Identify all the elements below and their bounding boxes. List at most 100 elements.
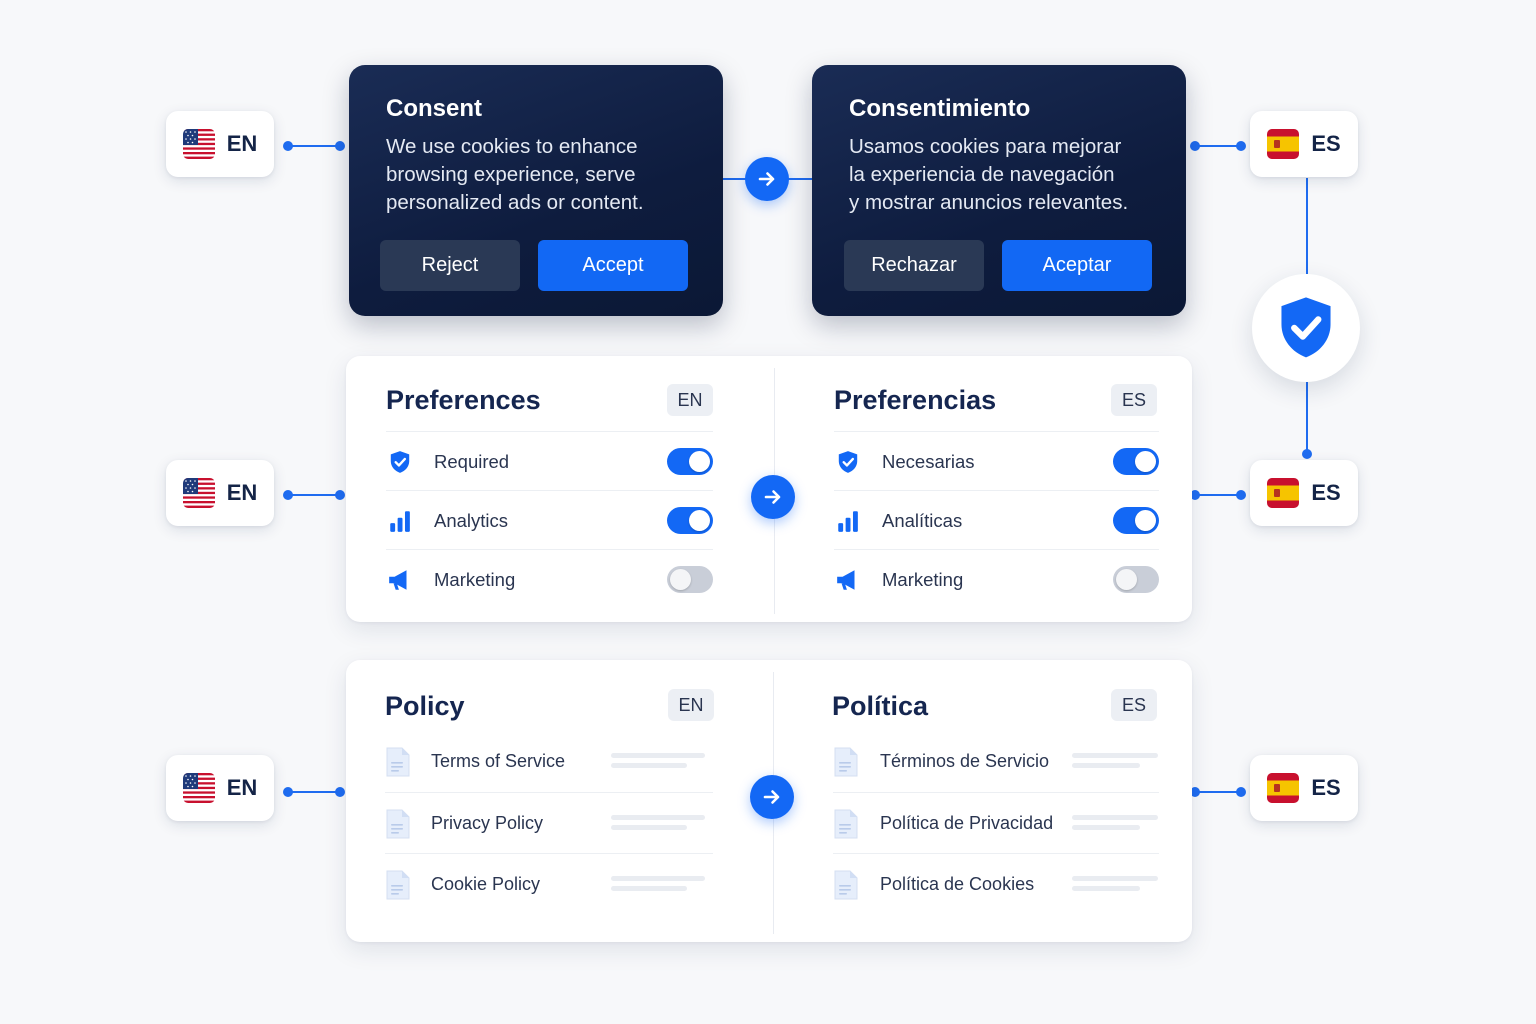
connector-dot: [1236, 141, 1246, 151]
consent-title: Consent: [386, 95, 482, 122]
language-code: ES: [1311, 131, 1341, 156]
language-pill-en-policy[interactable]: EN: [166, 755, 274, 821]
reject-button[interactable]: Reject: [380, 240, 520, 291]
connector-dot: [1302, 449, 1312, 459]
arrow-right-icon: [751, 475, 795, 519]
policy-link[interactable]: Cookie Policy: [431, 874, 541, 894]
preference-label: Marketing: [434, 569, 516, 590]
policy-title-en: Policy: [385, 691, 465, 721]
policy-row-privacidad[interactable]: Política de Privacidad: [833, 792, 1159, 853]
connector-dot: [335, 787, 345, 797]
policy-row-cookie[interactable]: Cookie Policy: [385, 853, 713, 914]
shield-check-icon: [386, 448, 414, 476]
policy-row-terms[interactable]: Terms of Service: [385, 731, 713, 792]
toggle-necesarias[interactable]: [1113, 448, 1159, 475]
arrow-right-icon: [750, 775, 794, 819]
placeholder-line: [1072, 763, 1140, 768]
policy-card: Policy EN Terms of Service Privacy Polic…: [346, 660, 1192, 942]
toggle-required[interactable]: [667, 448, 713, 475]
shield-check-icon: [834, 448, 862, 476]
toggle-analytics[interactable]: [667, 507, 713, 534]
shield-check-icon: [1281, 297, 1331, 358]
preference-label: Analíticas: [882, 510, 963, 531]
language-pill-es-preferences[interactable]: ES: [1250, 460, 1358, 526]
preference-row-analiticas: Analíticas: [834, 490, 1159, 549]
consent-message-line: y mostrar anuncios relevantes.: [849, 191, 1129, 214]
policy-link[interactable]: Política de Cookies: [880, 874, 1035, 894]
consent-message-line: personalized ads or content.: [386, 191, 644, 214]
placeholder-line: [1072, 815, 1158, 820]
consent-message-line: We use cookies to enhance: [386, 135, 638, 158]
connector-dot: [1190, 787, 1200, 797]
language-pill-en-preferences[interactable]: EN: [166, 460, 274, 526]
consent-message-line: Usamos cookies para mejorar: [849, 135, 1122, 158]
spain-flag-icon: [1267, 478, 1299, 508]
language-tag: EN: [668, 689, 714, 721]
megaphone-icon: [834, 566, 862, 594]
policy-row-cookies[interactable]: Política de Cookies: [833, 853, 1159, 914]
consent-message-line: browsing experience, serve: [386, 163, 636, 186]
document-icon: [385, 868, 411, 902]
connector-dot: [1190, 141, 1200, 151]
connector-vertical-bottom: [1306, 382, 1308, 454]
consent-message: Usamos cookies para mejorar la experienc…: [849, 133, 1169, 217]
language-code: EN: [226, 131, 258, 156]
consent-message-line: la experiencia de navegación: [849, 163, 1115, 186]
document-icon: [833, 745, 859, 779]
connector-vertical-top: [1306, 178, 1308, 274]
policy-row-terminos[interactable]: Términos de Servicio: [833, 731, 1159, 792]
language-pill-en-consent[interactable]: EN: [166, 111, 274, 177]
connector-dot: [335, 141, 345, 151]
toggle-marketing[interactable]: [667, 566, 713, 593]
connector-dot: [1236, 787, 1246, 797]
connector-es-consent: [1196, 145, 1242, 147]
accept-button[interactable]: Aceptar: [1002, 240, 1152, 291]
us-flag-icon: [183, 478, 215, 508]
placeholder-line: [611, 763, 687, 768]
connector-dot: [283, 141, 293, 151]
language-code: ES: [1311, 775, 1341, 800]
preference-label: Marketing: [882, 569, 964, 590]
preference-label: Required: [434, 451, 510, 472]
reject-button[interactable]: Rechazar: [844, 240, 984, 291]
preference-label: Necesarias: [882, 451, 975, 472]
policy-link[interactable]: Terms of Service: [431, 751, 566, 771]
connector-en-policy: [288, 791, 340, 793]
consent-banner-es: Consentimiento Usamos cookies para mejor…: [812, 65, 1186, 316]
language-pill-es-consent[interactable]: ES: [1250, 111, 1358, 177]
policy-title-es: Política: [832, 691, 929, 721]
language-pill-es-policy[interactable]: ES: [1250, 755, 1358, 821]
placeholder-line: [1072, 876, 1158, 881]
placeholder-line: [611, 815, 705, 820]
policy-link[interactable]: Términos de Servicio: [880, 751, 1050, 771]
policy-link[interactable]: Privacy Policy: [431, 813, 544, 833]
placeholder-line: [1072, 886, 1140, 891]
connector-en-consent: [288, 145, 340, 147]
accept-button[interactable]: Accept: [538, 240, 688, 291]
verified-badge: [1252, 274, 1360, 382]
policy-link[interactable]: Política de Privacidad: [880, 813, 1054, 833]
document-icon: [833, 868, 859, 902]
arrow-right-icon: [745, 157, 789, 201]
consent-banner-en: Consent We use cookies to enhance browsi…: [349, 65, 723, 316]
placeholder-line: [611, 825, 687, 830]
policy-row-privacy[interactable]: Privacy Policy: [385, 792, 713, 853]
preferences-title-en: Preferences: [386, 385, 541, 415]
megaphone-icon: [386, 566, 414, 594]
language-code: EN: [226, 775, 258, 800]
connector-dot: [283, 490, 293, 500]
connector-es-preferences: [1196, 494, 1242, 496]
connector-es-policy: [1196, 791, 1242, 793]
toggle-marketing-es[interactable]: [1113, 566, 1159, 593]
connector-en-preferences: [288, 494, 340, 496]
placeholder-line: [1072, 825, 1140, 830]
placeholder-line: [611, 753, 705, 758]
language-code: ES: [1311, 480, 1341, 505]
placeholder-line: [611, 886, 687, 891]
toggle-analiticas[interactable]: [1113, 507, 1159, 534]
spain-flag-icon: [1267, 129, 1299, 159]
document-icon: [385, 745, 411, 779]
language-tag: ES: [1111, 689, 1157, 721]
preference-label: Analytics: [434, 510, 509, 531]
document-icon: [833, 807, 859, 841]
